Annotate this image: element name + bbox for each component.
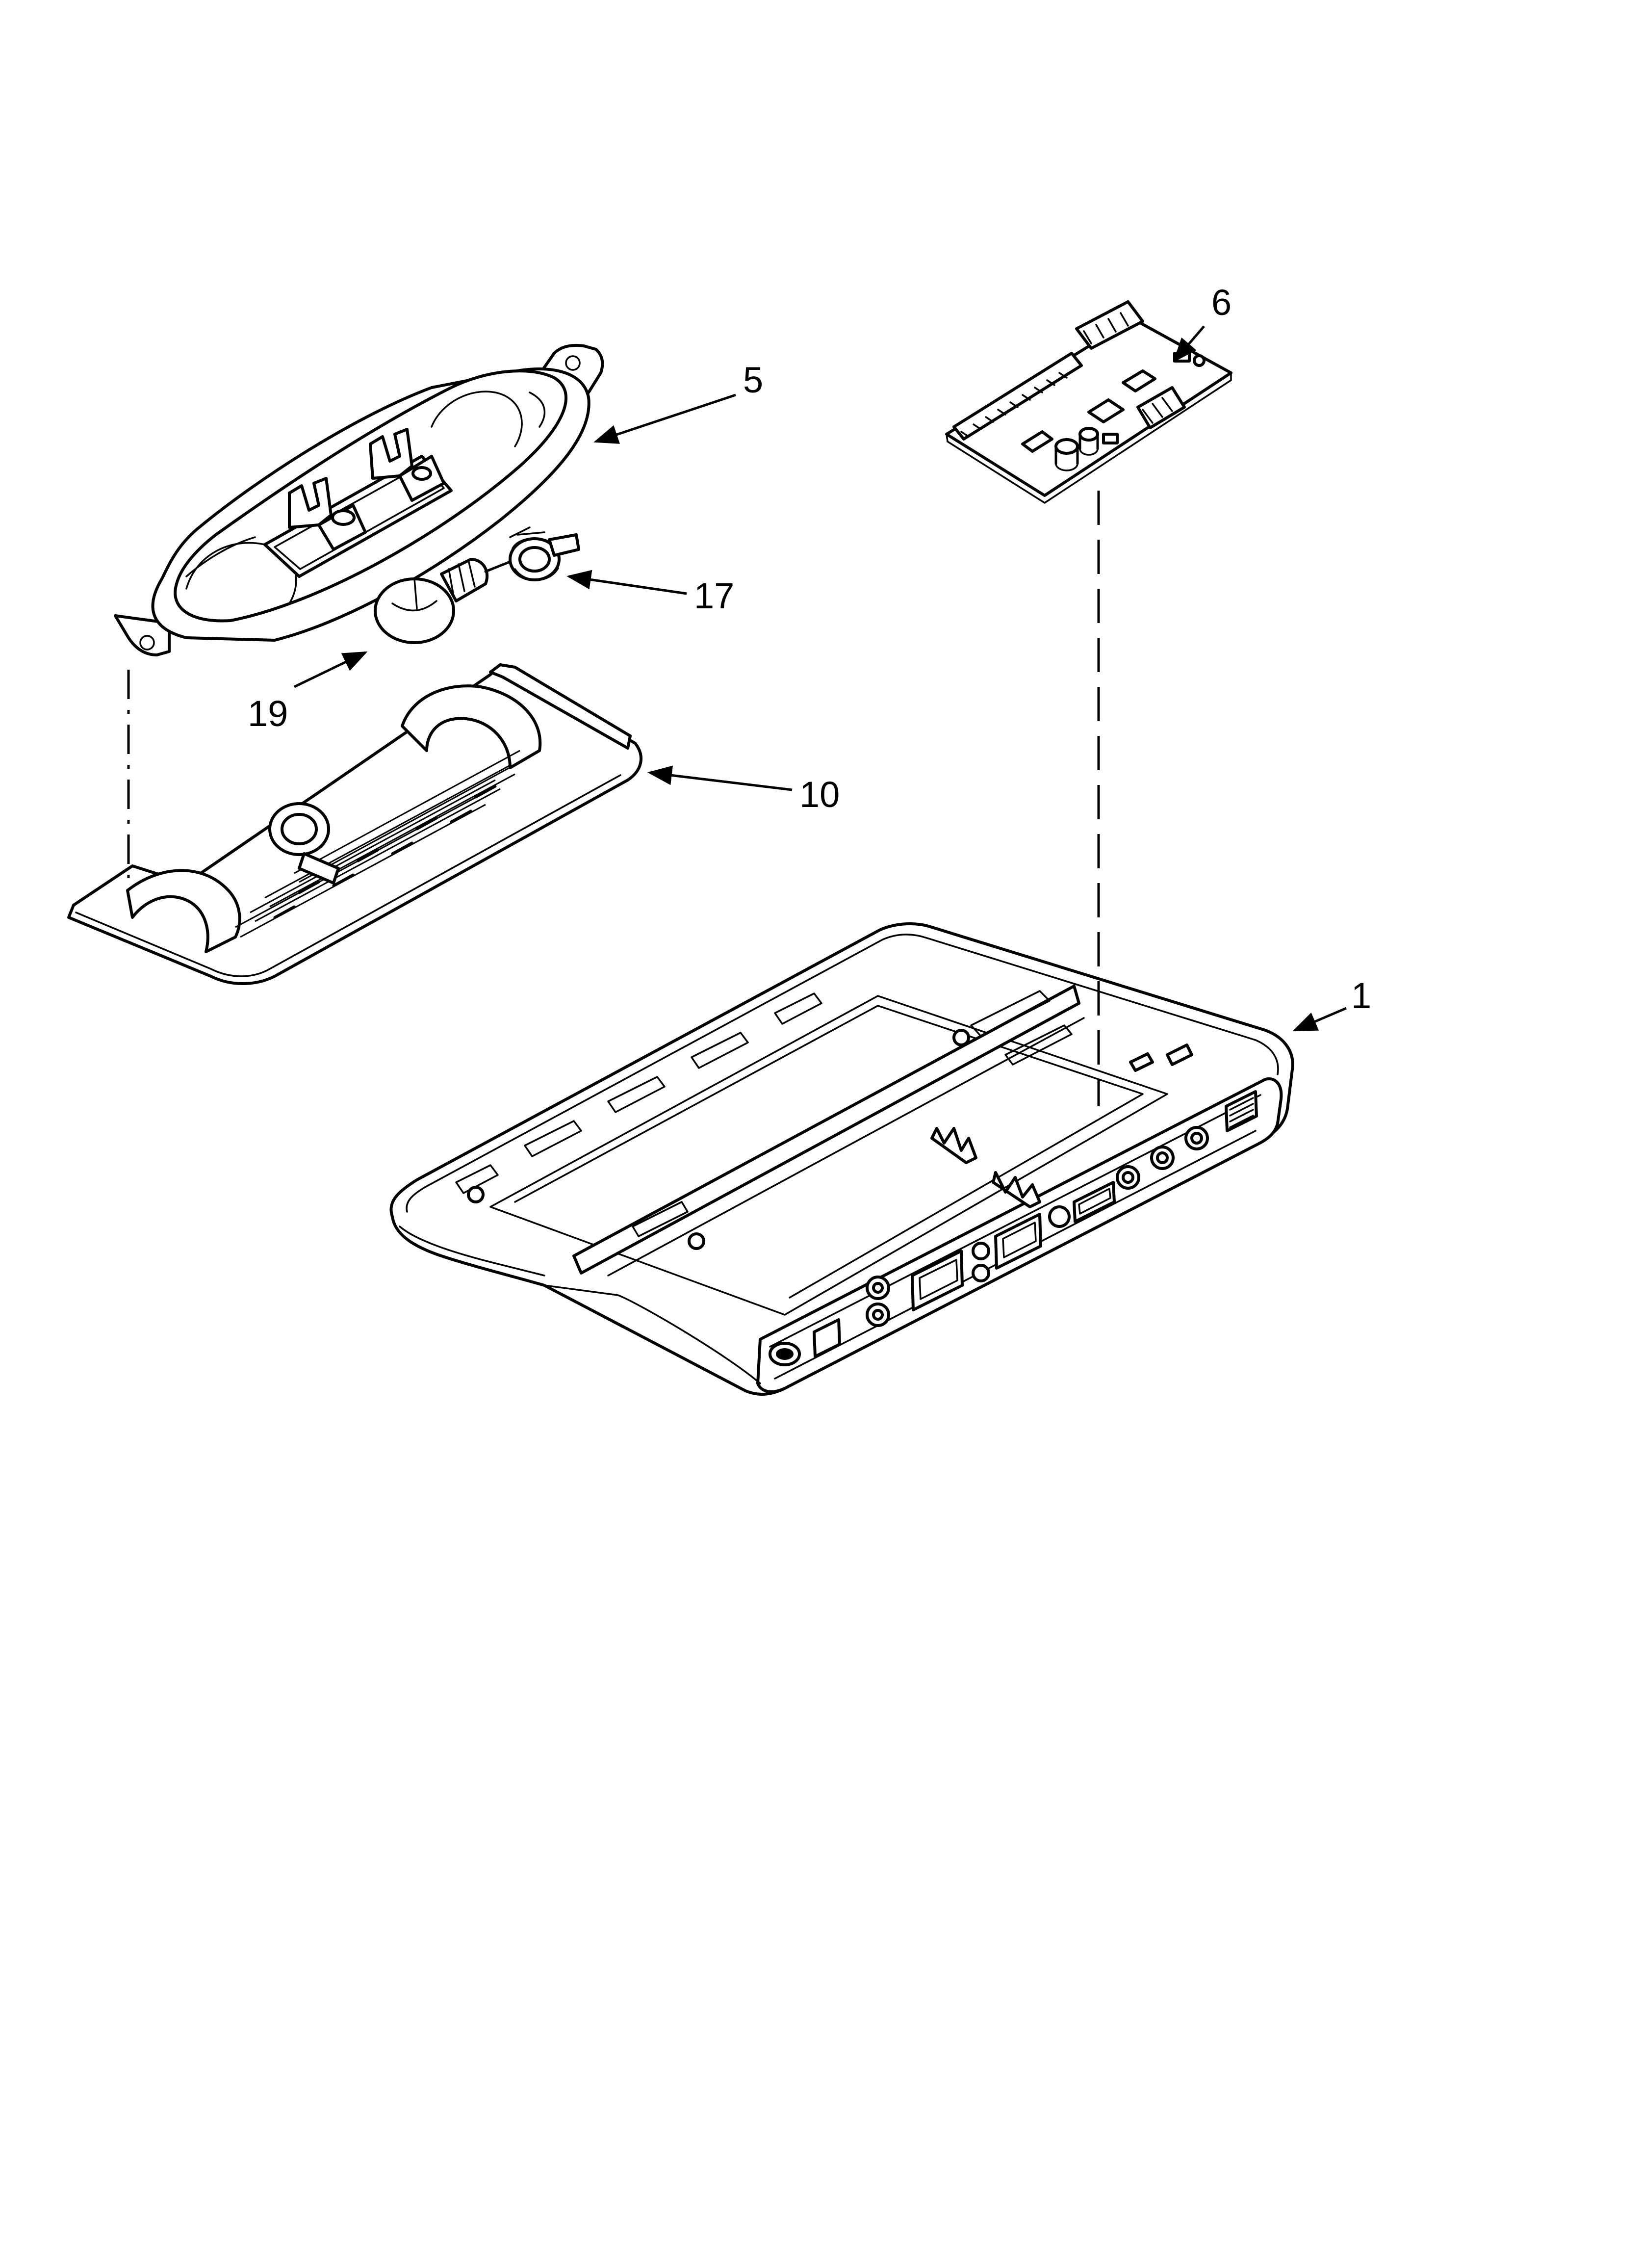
control-panel-base-part (389, 922, 1294, 1396)
leader-line-10 (647, 765, 793, 791)
callout-part-17: 17 (694, 575, 734, 616)
leader-line-1 (1292, 1007, 1347, 1032)
callout-part-19: 19 (248, 693, 288, 734)
leader-line-6 (1173, 325, 1205, 363)
leader-line-19 (293, 651, 368, 688)
callout-part-10: 10 (799, 774, 840, 815)
bulb-socket-part (509, 526, 580, 581)
light-lens-part (67, 663, 642, 985)
callout-part-6: 6 (1211, 282, 1232, 323)
light-housing-part (114, 344, 604, 656)
leader-line-17 (566, 570, 687, 595)
callout-part-5: 5 (743, 360, 763, 400)
callout-part-1: 1 (1351, 975, 1371, 1016)
light-bulb-part (374, 558, 512, 644)
leader-line-5 (593, 393, 736, 444)
control-board-part (945, 300, 1232, 504)
